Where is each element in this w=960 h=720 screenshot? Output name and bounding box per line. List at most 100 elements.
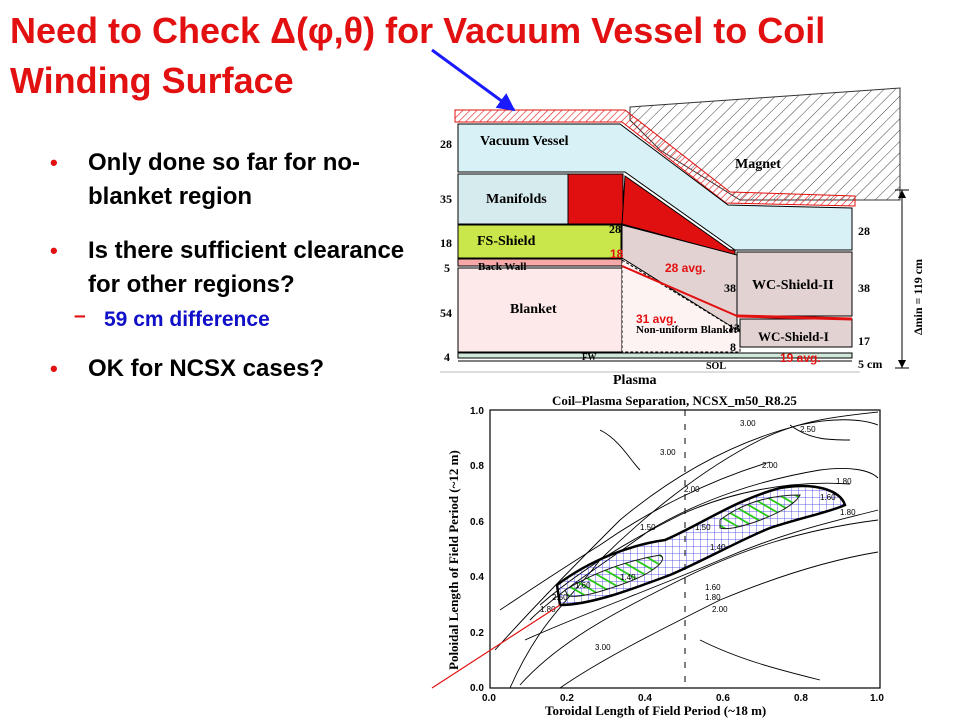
x-tick-label: 1.0: [870, 693, 884, 704]
thickness-label: 4: [444, 350, 450, 364]
y-tick-label: 0.4: [470, 572, 484, 583]
manifold-red-wedge: [621, 175, 736, 256]
manifolds-layer: [457, 173, 569, 225]
vacuum-vessel-layer: [457, 123, 853, 251]
green-region: [564, 554, 663, 597]
contour-lines: [494, 411, 879, 689]
contour-label: 1.80: [540, 605, 556, 614]
sub-bullet-text: 59 cm difference: [104, 308, 270, 331]
winding-surface-band: [454, 109, 856, 207]
wc-shield-ii-label: WC-Shield-II: [752, 278, 834, 293]
contour-label: 1.60: [575, 581, 591, 590]
vacuum-vessel-label: Vacuum Vessel: [480, 134, 569, 149]
slide-title: Need to Check Δ(φ,θ) for Vacuum Vessel t…: [10, 10, 826, 101]
contour-value-labels: 3.00 3.00 2.50 2.50 2.00 2.00 1.80 1.80 …: [540, 419, 856, 652]
thickness-label: 28: [440, 137, 452, 151]
contour-label: 1.40: [710, 543, 726, 552]
thickness-label: 8: [730, 340, 736, 354]
thickness-label: 17: [858, 334, 870, 348]
green-region: [719, 494, 801, 530]
radial-build-diagram: Vacuum Vessel Magnet Manifolds FS-Shield…: [440, 87, 925, 388]
wc-shield-ii-layer: [736, 251, 853, 317]
x-tick-label: 0.0: [482, 693, 496, 704]
pointer-arrow: [431, 48, 516, 112]
bullet-text: Only done so far for no-blanket region: [88, 149, 361, 210]
x-tick-label: 0.4: [638, 693, 652, 704]
manifold-red-block: [567, 173, 624, 225]
red-annotation: 18: [610, 247, 624, 261]
magnet-label: Magnet: [735, 157, 781, 172]
non-uniform-blanket-layer: [621, 259, 741, 353]
y-tick-label: 0.2: [470, 628, 484, 639]
contour-label: 1.60: [705, 583, 721, 592]
plasma-label: Plasma: [613, 373, 657, 388]
contour-label: 2.50: [800, 425, 816, 434]
x-axis-ticks: 0.0 0.2 0.4 0.6 0.8 1.0: [482, 693, 884, 704]
bullet-dot-icon: •: [50, 238, 58, 263]
red-annotation: 19 avg.: [780, 351, 821, 365]
bullet-item: • Only done so far for no-blanket region: [48, 146, 408, 214]
x-tick-label: 0.6: [716, 693, 730, 704]
thickness-label: 13: [728, 321, 740, 335]
thickness-label: 38: [858, 281, 870, 295]
thickness-label: 38: [724, 281, 736, 295]
y-tick-label: 1.0: [470, 406, 484, 417]
contour-label: 1.50: [695, 523, 711, 532]
wc-shield-i-label: WC-Shield-I: [758, 329, 829, 344]
y-tick-label: 0.6: [470, 517, 484, 528]
sub-bullet-item: – 59 cm difference: [48, 304, 408, 334]
contour-plot: Coil–Plasma Separation, NCSX_m50_R8.25 3…: [431, 393, 884, 718]
contour-label: 3.00: [740, 419, 756, 428]
thickness-label: 18: [440, 236, 452, 250]
x-tick-label: 0.8: [794, 693, 808, 704]
bullet-dot-icon: •: [50, 356, 58, 381]
back-wall-label: Back Wall: [478, 261, 526, 273]
bullet-text: OK for NCSX cases?: [88, 355, 325, 382]
contour-label: 1.60: [820, 493, 836, 502]
blanket-layer: [457, 267, 623, 353]
bullet-text: Is there sufficient clearance for other …: [88, 237, 405, 298]
thickness-label: 54: [440, 306, 452, 320]
dash-icon: –: [74, 304, 86, 327]
thickness-label: 5 cm: [858, 357, 882, 371]
contour-label: 2.50: [552, 593, 568, 602]
contour-label: 2.00: [712, 605, 728, 614]
y-tick-label: 0.0: [470, 683, 484, 694]
manifolds-label: Manifolds: [486, 192, 547, 207]
wc-shield-i-layer: [739, 318, 853, 348]
y-axis-ticks: 0.0 0.2 0.4 0.6 0.8 1.0: [470, 406, 484, 694]
non-uniform-blanket-label: Non-uniform Blanket: [636, 324, 737, 336]
bullet-dot-icon: •: [50, 150, 58, 175]
contour-label: 1.80: [836, 477, 852, 486]
delta-min-label: Δmin = 119 cm: [911, 259, 925, 335]
fs-shield-layer: [457, 224, 622, 259]
fw-label: FW: [582, 352, 597, 362]
contour-label: 1.50: [640, 523, 656, 532]
x-tick-label: 0.2: [560, 693, 574, 704]
contour-label: 1.40: [620, 573, 636, 582]
red-pointer-line: [431, 604, 561, 689]
x-axis-label: Toroidal Length of Field Period (~18 m): [545, 703, 766, 718]
thickness-label: 35: [440, 192, 452, 206]
bullet-list: • Only done so far for no-blanket region…: [48, 140, 408, 386]
contour-label: 1.80: [705, 593, 721, 602]
contour-label: 2.00: [684, 485, 700, 494]
thickness-label: 28: [858, 224, 870, 238]
contour-label: 3.00: [660, 448, 676, 457]
red-annotation: 28 avg.: [665, 261, 706, 275]
bullet-item: • Is there sufficient clearance for othe…: [48, 234, 408, 302]
thickness-label: 28: [609, 222, 621, 236]
first-wall-layer: [457, 352, 853, 359]
sol-label: SOL: [706, 361, 726, 372]
contour-plot-title: Coil–Plasma Separation, NCSX_m50_R8.25: [552, 393, 797, 408]
y-axis-label: Poloidal Length of Field Period (~12 m): [446, 450, 461, 670]
red-annotation: 31 avg.: [636, 312, 677, 326]
contour-label: 3.00: [595, 643, 611, 652]
fs-shield-label: FS-Shield: [477, 234, 536, 249]
blanket-label: Blanket: [510, 302, 557, 317]
bullet-item: • OK for NCSX cases?: [48, 352, 408, 386]
contour-label: 1.80: [840, 508, 856, 517]
thickness-label: 5: [444, 261, 450, 275]
y-tick-label: 0.8: [470, 461, 484, 472]
